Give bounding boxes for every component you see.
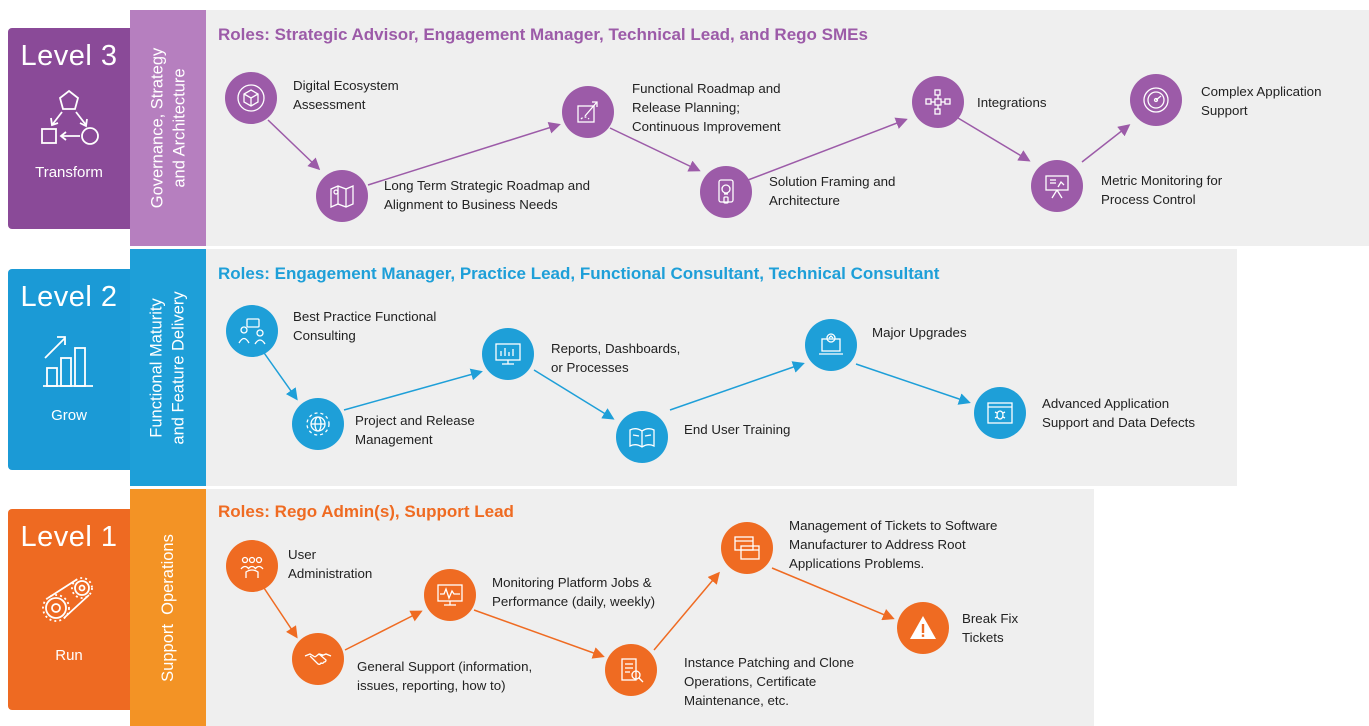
level1-label: Level 1 (20, 521, 118, 553)
level2-roles: Roles: Engagement Manager, Practice Lead… (218, 264, 940, 283)
grow-icon (37, 328, 101, 397)
label-major-upgrades: Major Upgrades (872, 325, 967, 340)
level3-band (206, 10, 1369, 246)
label-metric-monitoring: Metric Monitoring for Process Control (1101, 173, 1223, 207)
handshake-icon (304, 653, 332, 665)
gauge-icon (1143, 87, 1169, 113)
step-monitoring-platform (424, 569, 476, 621)
step-instance-patching (605, 644, 657, 696)
level2-band (206, 249, 1237, 486)
label-long-term-roadmap: Long Term Strategic Roadmap and Alignmen… (384, 178, 590, 212)
label-advanced-support: Advanced Application Support and Data De… (1042, 396, 1196, 430)
presentation-icon (1045, 175, 1069, 199)
step-general-support (292, 633, 344, 685)
level3-subtitle: Transform (35, 164, 103, 181)
label-digital-ecosystem: Digital Ecosystem Assessment (293, 78, 399, 112)
arrow-l3-5 (957, 117, 1031, 162)
gears-icon (34, 568, 104, 637)
step-reports-dashboards (482, 328, 534, 380)
step-major-upgrades (805, 319, 857, 371)
level1-strip: Support Operations (130, 489, 206, 726)
arrow-l3-3 (609, 127, 701, 172)
level3-roles: Roles: Strategic Advisor, Engagement Man… (218, 25, 868, 44)
label-integrations: Integrations (977, 95, 1047, 110)
warning-icon (910, 616, 936, 639)
step-advanced-support (974, 387, 1026, 439)
globe-gear-icon (306, 412, 330, 436)
level1-roles: Roles: Rego Admin(s), Support Lead (218, 502, 514, 521)
label-general-support: General Support (information, issues, re… (357, 659, 533, 693)
arrow-l2-3 (533, 369, 615, 420)
label-best-practice: Best Practice Functional Consulting (293, 309, 437, 343)
level3-strip: Governance, Strategy and Architecture (130, 10, 206, 246)
step-functional-roadmap (562, 86, 614, 138)
label-project-release: Project and Release Management (355, 413, 475, 447)
arrow-l1-5 (771, 567, 895, 621)
step-end-user-training (616, 411, 668, 463)
level3-box: Level 3 Transform (8, 28, 130, 229)
label-management-tickets: Management of Tickets to Software Manufa… (789, 518, 998, 571)
label-monitoring-platform: Monitoring Platform Jobs & Performance (… (492, 575, 656, 609)
network-icon (925, 89, 951, 115)
step-user-admin (226, 540, 278, 592)
level3-label: Level 3 (20, 40, 118, 72)
step-break-fix (897, 602, 949, 654)
step-complex-support (1130, 74, 1182, 126)
map-icon (330, 185, 354, 208)
step-project-release (292, 398, 344, 450)
arrow-l2-1 (261, 349, 298, 401)
level2-subtitle: Grow (51, 407, 87, 424)
level1-subtitle: Run (55, 647, 83, 664)
step-integrations (912, 76, 964, 128)
step-metric-monitoring (1031, 160, 1083, 212)
arrow-l1-4 (653, 571, 720, 651)
label-end-user-training: End User Training (684, 422, 791, 437)
label-instance-patching: Instance Patching and Clone Operations, … (684, 655, 855, 708)
roadmap-icon (577, 101, 598, 123)
level1-box: Level 1 Run (8, 509, 130, 710)
step-solution-framing (700, 166, 752, 218)
step-digital-ecosystem (225, 72, 277, 124)
label-complex-support: Complex Application Support (1201, 84, 1322, 118)
document-search-icon (621, 658, 644, 683)
label-solution-framing: Solution Framing and Architecture (769, 174, 896, 208)
lightbulb-icon (718, 179, 734, 204)
arrow-l3-1 (267, 119, 321, 171)
label-user-admin: User Administration (288, 547, 373, 581)
monitor-wave-icon (437, 584, 463, 606)
cube-icon (237, 84, 265, 112)
laptop-upgrade-icon (819, 333, 843, 355)
arrow-l1-1 (261, 584, 298, 639)
level2-strip: Functional Maturity and Feature Delivery (130, 249, 206, 486)
arrow-l3-6 (1081, 124, 1131, 163)
arrow-l2-2 (343, 368, 483, 411)
step-long-term-roadmap (316, 170, 368, 222)
arrow-l2-4 (669, 361, 805, 411)
arrow-l3-4 (747, 117, 908, 181)
bug-window-icon (987, 402, 1013, 424)
book-icon (629, 428, 655, 448)
users-icon (240, 556, 264, 578)
arrow-l3-2 (367, 121, 561, 186)
level2-label: Level 2 (20, 281, 118, 313)
arrow-l1-2 (344, 610, 423, 651)
arrow-l2-5 (855, 363, 971, 405)
step-management-tickets (721, 522, 773, 574)
label-functional-roadmap: Functional Roadmap and Release Planning;… (632, 81, 781, 134)
step-best-practice (226, 305, 278, 357)
windows-icon (734, 536, 760, 560)
label-reports-dashboards: Reports, Dashboards, or Processes (551, 341, 681, 375)
transform-icon (34, 87, 104, 156)
monitor-chart-icon (495, 343, 521, 365)
arrow-l1-3 (473, 609, 605, 659)
consulting-icon (238, 318, 266, 345)
level2-box: Level 2 Grow (8, 269, 130, 470)
label-break-fix: Break Fix Tickets (962, 611, 1019, 645)
